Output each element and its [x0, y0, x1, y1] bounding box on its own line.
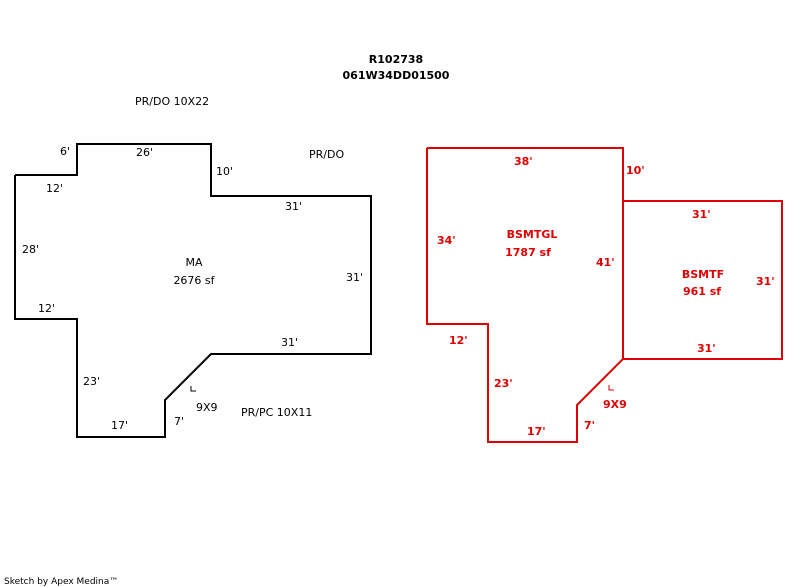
garage-dim-top: 38' [514, 155, 533, 168]
garage-dim-bottom-step: 12' [449, 334, 468, 347]
garage-dim-left: 34' [437, 234, 456, 247]
main-dim-bottom: 17' [111, 419, 128, 432]
main-dim-top-left-step: 6' [60, 145, 70, 158]
basement-finished-outline [623, 200, 783, 360]
garage-area-code: BSMTGL [507, 228, 558, 241]
basement-garage-outline [426, 147, 624, 443]
map-number: 061W34DD01500 [343, 69, 450, 82]
finished-area-size: 961 sf [683, 285, 721, 298]
finished-dim-bottom: 31' [697, 342, 716, 355]
main-dim-lower-right: 31' [281, 336, 298, 349]
basement-dim-cutout: 9X9 [603, 398, 627, 411]
main-dim-left: 28' [22, 243, 39, 256]
finished-area-code: BSMTF [682, 268, 724, 281]
main-area-code: MA [185, 256, 202, 269]
main-dim-upper-right: 31' [285, 200, 302, 213]
main-floor-outline [14, 143, 372, 438]
garage-dim-diagonal: 7' [584, 419, 595, 432]
garage-dim-left-lower: 23' [494, 377, 513, 390]
main-dim-top-right-drop: 10' [216, 165, 233, 178]
porch-top-label: PR/DO 10X22 [135, 95, 209, 108]
garage-area-size: 1787 sf [505, 246, 551, 259]
finished-dim-top-drop: 10' [626, 164, 645, 177]
main-dim-diagonal: 7' [174, 415, 184, 428]
main-dim-left-lower-step: 12' [38, 302, 55, 315]
main-cutout-corner [190, 386, 196, 392]
main-dim-right: 31' [346, 271, 363, 284]
main-dim-cutout: 9X9 [196, 401, 218, 414]
basement-cutout-corner [608, 385, 614, 391]
garage-dim-right: 41' [596, 256, 615, 269]
main-area-size: 2676 sf [173, 274, 215, 287]
sketch-credit: Sketch by Apex Medina™ [4, 577, 118, 587]
main-dim-left-upper-step: 12' [46, 182, 63, 195]
garage-dim-bottom: 17' [527, 425, 546, 438]
porch-right-label: PR/DO [309, 148, 344, 161]
main-dim-left-lower: 23' [83, 375, 100, 388]
main-dim-top: 26' [136, 146, 153, 159]
finished-dim-top: 31' [692, 208, 711, 221]
parcel-id: R102738 [369, 53, 423, 66]
finished-dim-right: 31' [756, 275, 775, 288]
porch-bottom-label: PR/PC 10X11 [241, 406, 312, 419]
